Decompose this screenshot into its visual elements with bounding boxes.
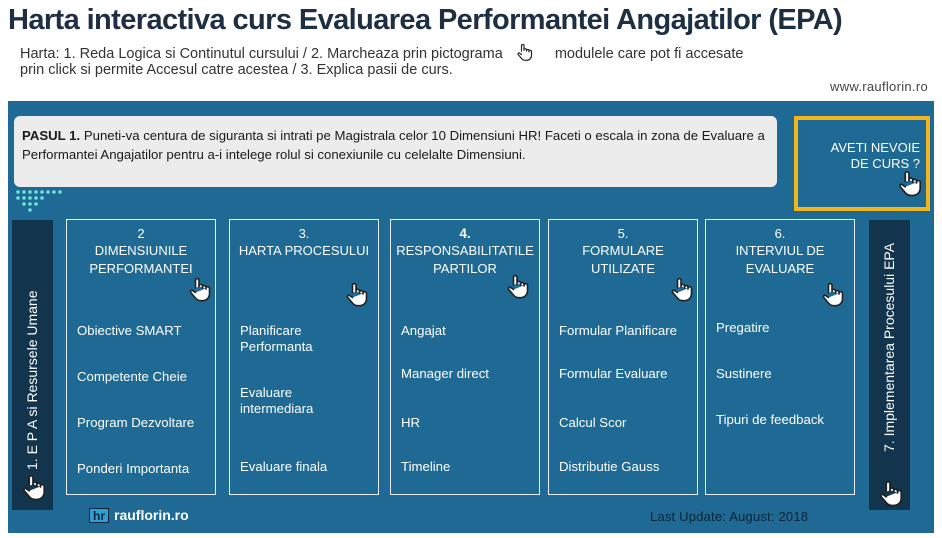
module-item: Evaluare finala — [240, 459, 328, 474]
hand-pointer-icon — [189, 277, 211, 302]
hand-pointer-icon — [517, 43, 532, 61]
module-item: Formular Evaluare — [559, 366, 668, 381]
module-number: 3. — [298, 226, 310, 241]
subtitle-line-1-b: modulele care pot fi accesate — [554, 46, 744, 62]
page-title: Harta interactiva curs Evaluarea Perform… — [8, 4, 843, 36]
module-3-process-map[interactable]: 3. HARTA PROCESULUI Planificare Performa… — [229, 219, 379, 495]
module-title: DIMENSIUNILE PERFORMANTEI — [89, 243, 193, 276]
logo-badge: hr — [89, 507, 109, 523]
hand-pointer-icon — [880, 480, 903, 507]
need-course-label: AVETI NEVOIE DE CURS ? — [798, 140, 924, 172]
module-title: HARTA PROCESULUI — [238, 243, 370, 258]
step-1-description: Puneti-va centura de siguranta si intrat… — [22, 128, 765, 162]
hand-pointer-icon — [899, 170, 922, 197]
module-4-responsibilities[interactable]: 4. RESPONSABILITATILE PARTILOR Angajat M… — [390, 219, 540, 495]
module-item: Timeline — [401, 459, 451, 474]
module-title: INTERVIUL DE EVALUARE — [735, 243, 825, 276]
hand-pointer-icon — [23, 474, 46, 501]
need-course-line-1: AVETI NEVOIE — [830, 140, 920, 155]
module-item: Competente Cheie — [77, 369, 187, 384]
module-item: Formular Planificare — [559, 323, 677, 338]
hand-pointer-icon — [346, 282, 368, 307]
module-number: 2 — [137, 226, 145, 241]
module-title: FORMULARE UTILIZATE — [582, 243, 664, 276]
module-item: Tipuri de feedback — [716, 412, 825, 427]
module-item: HR — [401, 415, 421, 430]
module-6-evaluation-interview[interactable]: 6. INTERVIUL DE EVALUARE Pregatire Susti… — [705, 219, 855, 495]
need-course-button[interactable]: AVETI NEVOIE DE CURS ? — [794, 116, 930, 211]
module-item: Program Dezvoltare — [77, 415, 195, 430]
module-1-label: 1. E P A si Resursele Umane — [24, 290, 40, 471]
module-item: Evaluare intermediara — [240, 385, 314, 416]
module-item: Manager direct — [401, 366, 489, 381]
module-5-forms-used[interactable]: 5. FORMULARE UTILIZATE Formular Planific… — [548, 219, 698, 495]
module-number: 5. — [617, 226, 629, 241]
hand-pointer-icon — [671, 277, 693, 302]
module-number: 6. — [774, 226, 786, 241]
module-1-epa-hr[interactable]: 1. E P A si Resursele Umane — [12, 220, 53, 510]
step-1-text: PASUL 1. Puneti-va centura de siguranta … — [22, 126, 767, 164]
hand-pointer-icon — [507, 274, 529, 299]
need-course-line-2: DE CURS ? — [850, 156, 920, 171]
module-item: Sustinere — [716, 366, 772, 381]
module-7-label: 7. Implementarea Procesului EPA — [881, 242, 897, 452]
site-url[interactable]: www.rauflorin.ro — [830, 79, 928, 94]
decorative-dots — [16, 190, 62, 212]
module-item: Angajat — [401, 323, 446, 338]
logo-text: rauflorin.ro — [114, 507, 189, 523]
subtitle-line-1: Harta: 1. Reda Logica si Continutul curs… — [20, 42, 743, 62]
last-update-text: Last Update: August: 2018 — [650, 509, 809, 524]
step-1-box: PASUL 1. Puneti-va centura de siguranta … — [14, 116, 777, 187]
module-7-implementation[interactable]: 7. Implementarea Procesului EPA — [869, 220, 910, 510]
module-item: Distributie Gauss — [559, 459, 660, 474]
module-item: Pregatire — [716, 320, 770, 335]
module-item: Ponderi Importanta — [77, 461, 190, 476]
site-logo[interactable]: hr rauflorin.ro — [89, 505, 189, 525]
hand-pointer-icon — [822, 282, 844, 307]
subtitle-line-1-a: Harta: 1. Reda Logica si Continutul curs… — [20, 46, 503, 62]
module-item: Calcul Scor — [559, 415, 627, 430]
module-number: 4. — [459, 226, 471, 241]
module-title: RESPONSABILITATILE PARTILOR — [396, 243, 534, 276]
step-1-label: PASUL 1. — [22, 128, 81, 143]
module-item: Obiective SMART — [77, 323, 182, 338]
module-2-performance-dimensions[interactable]: 2 DIMENSIUNILE PERFORMANTEI Obiective SM… — [66, 219, 216, 495]
subtitle-line-2: prin click si permite Accesul catre aces… — [20, 62, 453, 78]
module-item: Planificare Performanta — [240, 323, 313, 354]
